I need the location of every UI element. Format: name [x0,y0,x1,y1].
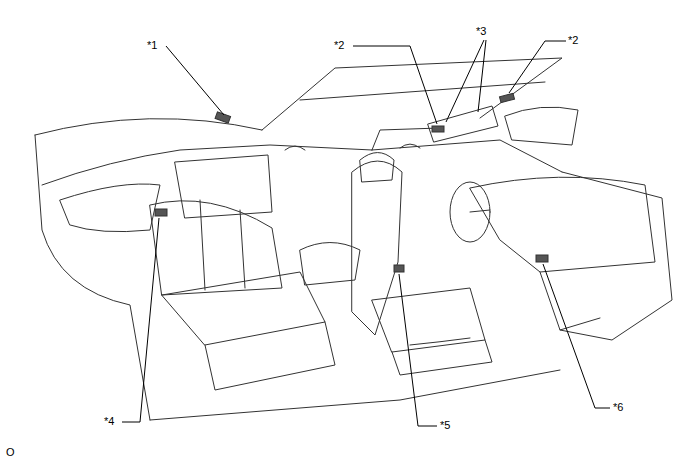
leader-line [509,41,566,93]
front-cushion [372,288,485,352]
callout-number: *2 [334,40,344,51]
callout-number: *6 [613,402,623,413]
leader-line [446,40,486,122]
seat-seams [200,200,245,290]
lamp-part [432,126,444,132]
lamp-part [155,209,167,216]
body-side [35,135,150,420]
sun-visor [428,106,498,142]
rear-cushion [162,272,325,345]
leader-line [166,46,224,115]
rear-cushion-front [205,322,335,390]
callout-number: *4 [104,416,114,427]
front-cushion-side [392,340,492,375]
belt-line [42,145,372,185]
front-door [560,172,672,340]
rear-window [175,155,272,218]
seat-adjuster [410,338,470,345]
console [300,243,360,286]
roof-glass [262,58,562,130]
floor-line [150,370,560,420]
lamp-part [499,93,514,102]
figure-code: O [6,447,15,458]
b-pillar [372,128,440,150]
steering-column [470,210,490,212]
grab-handle [285,144,420,150]
dashboard [470,177,655,272]
callout-number: *2 [568,35,578,46]
front-seatback [352,161,402,335]
leader-line [122,218,159,422]
leader-line [399,274,437,426]
quarter-panel [60,184,160,232]
leader-line [353,46,437,124]
headrest [360,153,394,183]
leader-line [543,264,610,408]
steering-wheel [450,182,490,242]
callout-number: *3 [476,26,486,37]
front-window [372,140,562,172]
callout-number: *1 [147,40,157,51]
lamp-part [394,265,404,272]
callout-number: *5 [440,420,450,431]
lamp-part [536,255,548,262]
sun-visor [505,107,578,145]
rear-seatback [150,201,282,295]
